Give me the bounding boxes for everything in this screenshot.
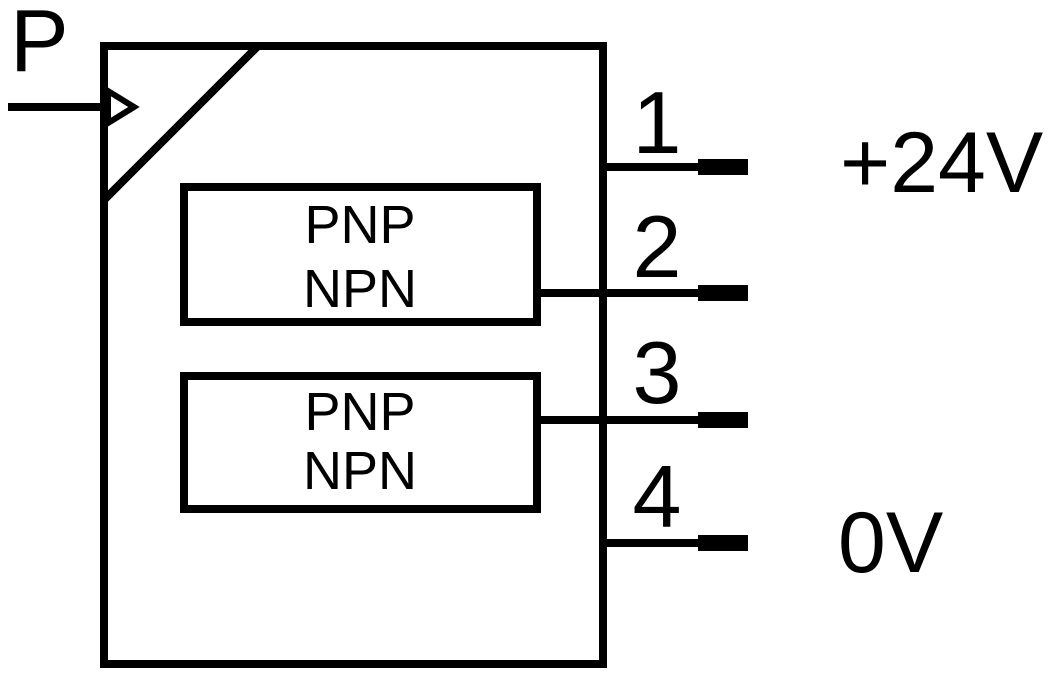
switch-block-2-line-2: NPN [303,441,417,501]
switch-block-1-outline [180,183,541,326]
pressure-input-label: P [10,0,69,90]
pin-2-terminal [698,285,748,301]
pin-3-terminal [698,412,748,428]
pin-4-voltage-label: 0V [838,495,943,591]
transducer-diagonal-line [101,43,261,203]
pressure-input-arrowhead-icon [105,85,140,129]
switch-block-2-outline [180,372,541,513]
pin-3-number: 3 [633,323,682,422]
switch-block-1-line-1: PNP [304,195,415,255]
pin-4-terminal [698,535,748,551]
switch-block-1-line-2: NPN [303,259,417,319]
pin-4-number: 4 [633,447,682,546]
pin-1-number: 1 [633,73,682,172]
pin-1-voltage-label: +24V [840,115,1043,211]
pin-1-terminal [698,159,748,175]
switch-block-2-line-1: PNP [304,382,415,442]
sensor-body-outline [100,42,607,668]
pin-2-number: 2 [633,197,682,296]
